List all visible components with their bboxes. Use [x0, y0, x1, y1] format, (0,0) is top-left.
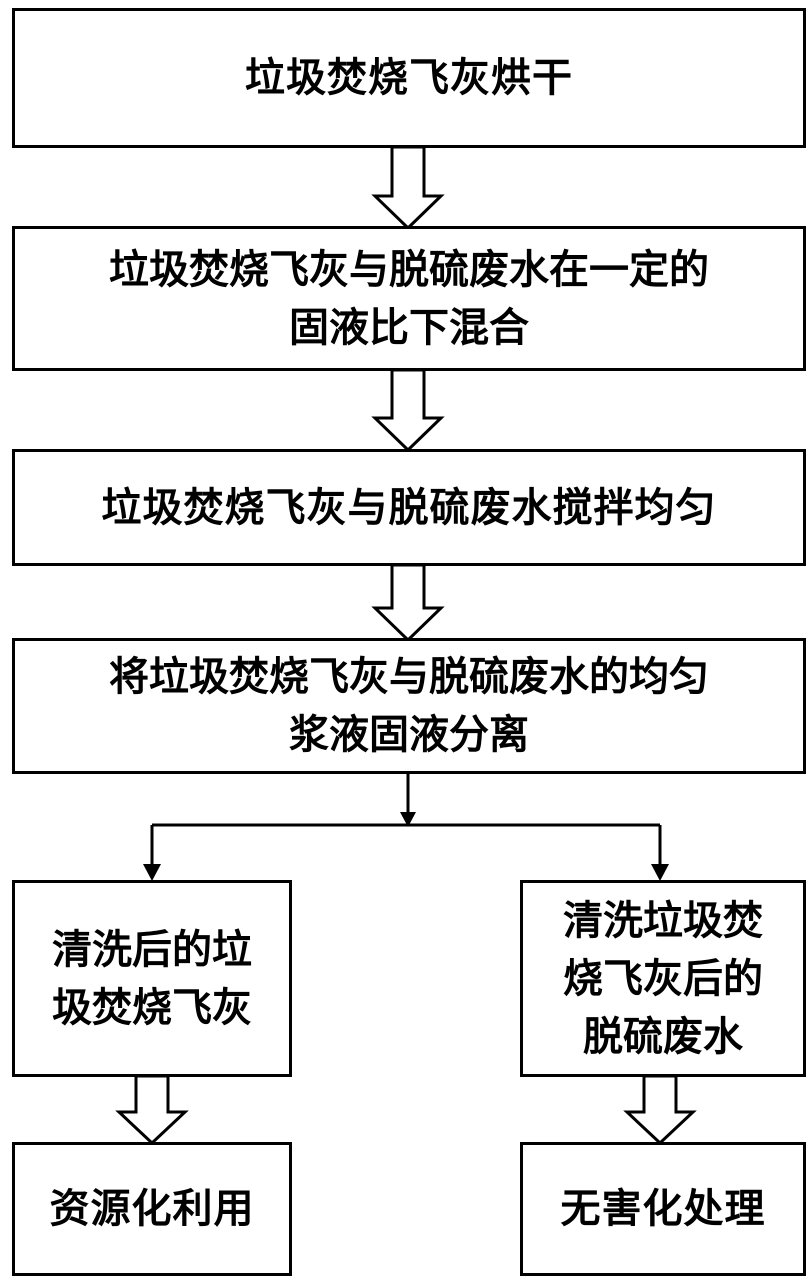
split-arrowheads: [143, 812, 669, 881]
step-separate-line-2: 浆液固液分离: [289, 712, 529, 758]
right-product-text: 清洗垃圾焚 烧飞灰后的 脱硫废水: [563, 892, 763, 1066]
step-dry: 垃圾焚烧飞灰烘干: [12, 8, 806, 148]
hollow-arrow-1: [371, 145, 445, 231]
step-separate-text: 将垃圾焚烧飞灰与脱硫废水的均匀 浆液固液分离: [109, 648, 709, 764]
right-product-line-1: 清洗垃圾焚: [563, 897, 763, 944]
hollow-arrow-left: [115, 1074, 189, 1146]
hollow-arrow-2: [371, 368, 445, 453]
right-product-box: 清洗垃圾焚 烧飞灰后的 脱硫废水: [520, 880, 806, 1077]
step-mix-line-1: 垃圾焚烧飞灰与脱硫废水在一定的: [109, 246, 709, 293]
left-product-line-1: 清洗后的垃: [52, 926, 252, 973]
right-result-box: 无害化处理: [520, 1142, 806, 1276]
right-product-line-3: 脱硫废水: [583, 1013, 743, 1060]
step-stir: 垃圾焚烧飞灰与脱硫废水搅拌均匀: [12, 449, 806, 566]
step-separate: 将垃圾焚烧飞灰与脱硫废水的均匀 浆液固液分离: [12, 638, 806, 774]
step-separate-line-1: 将垃圾焚烧飞灰与脱硫废水的均匀: [109, 654, 709, 700]
left-product-box: 清洗后的垃 圾焚烧飞灰: [12, 880, 292, 1077]
hollow-arrow-right: [623, 1074, 697, 1146]
step-mix: 垃圾焚烧飞灰与脱硫废水在一定的 固液比下混合: [12, 226, 806, 371]
left-product-line-2: 圾焚烧飞灰: [52, 984, 252, 1031]
left-product-text: 清洗后的垃 圾焚烧飞灰: [52, 921, 252, 1037]
right-product-line-2: 烧飞灰后的: [563, 955, 763, 1002]
step-stir-label: 垃圾焚烧飞灰与脱硫废水搅拌均匀: [101, 484, 717, 531]
step-mix-text: 垃圾焚烧飞灰与脱硫废水在一定的 固液比下混合: [109, 241, 709, 357]
right-result-label: 无害化处理: [560, 1186, 766, 1232]
split-connector: [150, 773, 662, 868]
step-dry-label: 垃圾焚烧飞灰烘干: [245, 55, 573, 101]
hollow-arrow-3: [371, 563, 445, 643]
left-result-box: 资源化利用: [12, 1142, 292, 1276]
step-mix-line-2: 固液比下混合: [289, 304, 529, 351]
left-result-label: 资源化利用: [49, 1186, 255, 1232]
